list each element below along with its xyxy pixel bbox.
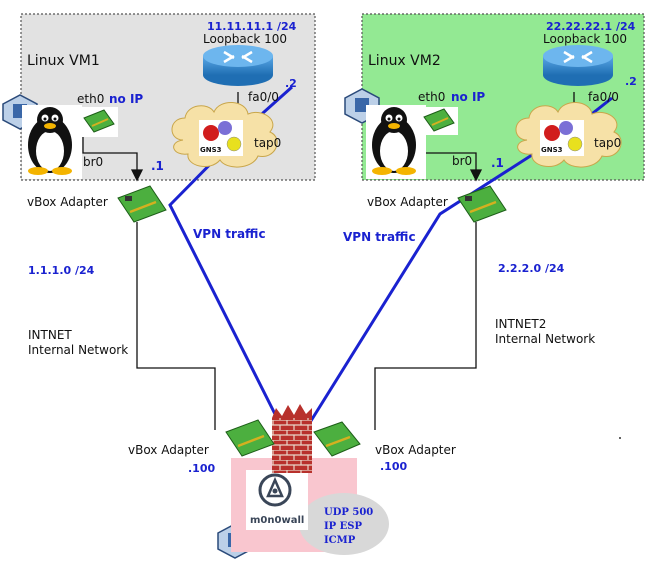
vm1-tap0-label: tap0	[254, 136, 281, 150]
vm2-tap0-label: tap0	[594, 136, 621, 150]
router-vm1	[203, 45, 273, 86]
vm2-title: Linux VM2	[368, 53, 441, 69]
vm2-br0-ip: .1	[491, 156, 504, 170]
firewall-rule-3: ICMP	[324, 535, 356, 546]
vm2-br0-label: br0	[452, 154, 472, 168]
gns3-icon-vm2	[540, 120, 584, 156]
vm1-title: Linux VM1	[27, 53, 100, 69]
vm1-loopback-name: Loopback 100	[203, 32, 287, 46]
vm2-gns3-text: GNS3	[541, 146, 563, 154]
firewall-right-ip: .100	[380, 460, 407, 473]
vm2-eth0-label: eth0	[418, 90, 445, 104]
firewall-brick-icon	[272, 404, 312, 473]
vm1-router-interface: fa0/0	[248, 90, 279, 104]
firewall-right-nic-icon	[313, 421, 361, 457]
vm2-adapter-label: vBox Adapter	[367, 195, 448, 209]
vm2-network: 2.2.2.0 /24	[498, 262, 565, 275]
firewall-left-adapter-label: vBox Adapter	[128, 443, 209, 457]
vm2-loopback-ip: 22.22.22.1 /24	[546, 20, 636, 33]
vm2-intnet: INTNET2	[495, 317, 546, 331]
vm1-adapter-label: vBox Adapter	[27, 195, 108, 209]
firewall-rule-2: IP ESP	[324, 521, 363, 532]
firewall-left-nic-icon	[225, 419, 275, 457]
vm1-br0-label: br0	[83, 155, 103, 169]
vm1-network: 1.1.1.0 /24	[28, 264, 95, 277]
vpn-traffic-label-left: VPN traffic	[193, 227, 266, 241]
vpn-path	[168, 85, 613, 433]
vm1-eth0-label: eth0	[77, 92, 104, 106]
firewall-right-adapter-label: vBox Adapter	[375, 443, 456, 457]
vm1-intnet-sub: Internal Network	[28, 343, 128, 357]
m0n0wall-logo	[246, 470, 308, 530]
vm2-router-ip: .2	[625, 75, 637, 88]
firewall-left-ip: .100	[188, 462, 215, 475]
vm2-loopback-name: Loopback 100	[543, 32, 627, 46]
vm1-gns3-text: GNS3	[200, 146, 222, 154]
gns3-icon-vm1	[199, 120, 243, 156]
eth0-nic-icon-vm2	[420, 107, 458, 135]
vbox-adapter-nic-icon-vm1	[117, 185, 167, 223]
vm1-router-ip: .2	[285, 77, 297, 90]
linux-penguin-icon-vm2	[366, 105, 426, 179]
eth0-nic-icon-vm1	[80, 107, 118, 137]
m0n0wall-logo-text: m0n0wall	[250, 515, 304, 526]
vm1-intnet: INTNET	[28, 328, 72, 342]
router-vm2	[543, 45, 613, 86]
firewall-rules-bubble	[299, 493, 389, 555]
vpn-traffic-label-right: VPN traffic	[343, 230, 416, 244]
vm2-eth0-status: no IP	[451, 90, 485, 104]
vbox-adapter-nic-icon-vm2	[457, 185, 507, 223]
vm2-router-interface: fa0/0	[588, 90, 619, 104]
firewall-rule-1: UDP 500	[324, 507, 373, 518]
vm1-br0-ip: .1	[151, 159, 164, 173]
vm2-intnet-sub: Internal Network	[495, 332, 595, 346]
vm1-eth0-status: no IP	[109, 92, 143, 106]
stray-dot	[619, 437, 621, 439]
vm1-loopback-ip: 11.11.11.1 /24	[207, 20, 297, 33]
linux-penguin-icon-vm1	[22, 105, 82, 179]
